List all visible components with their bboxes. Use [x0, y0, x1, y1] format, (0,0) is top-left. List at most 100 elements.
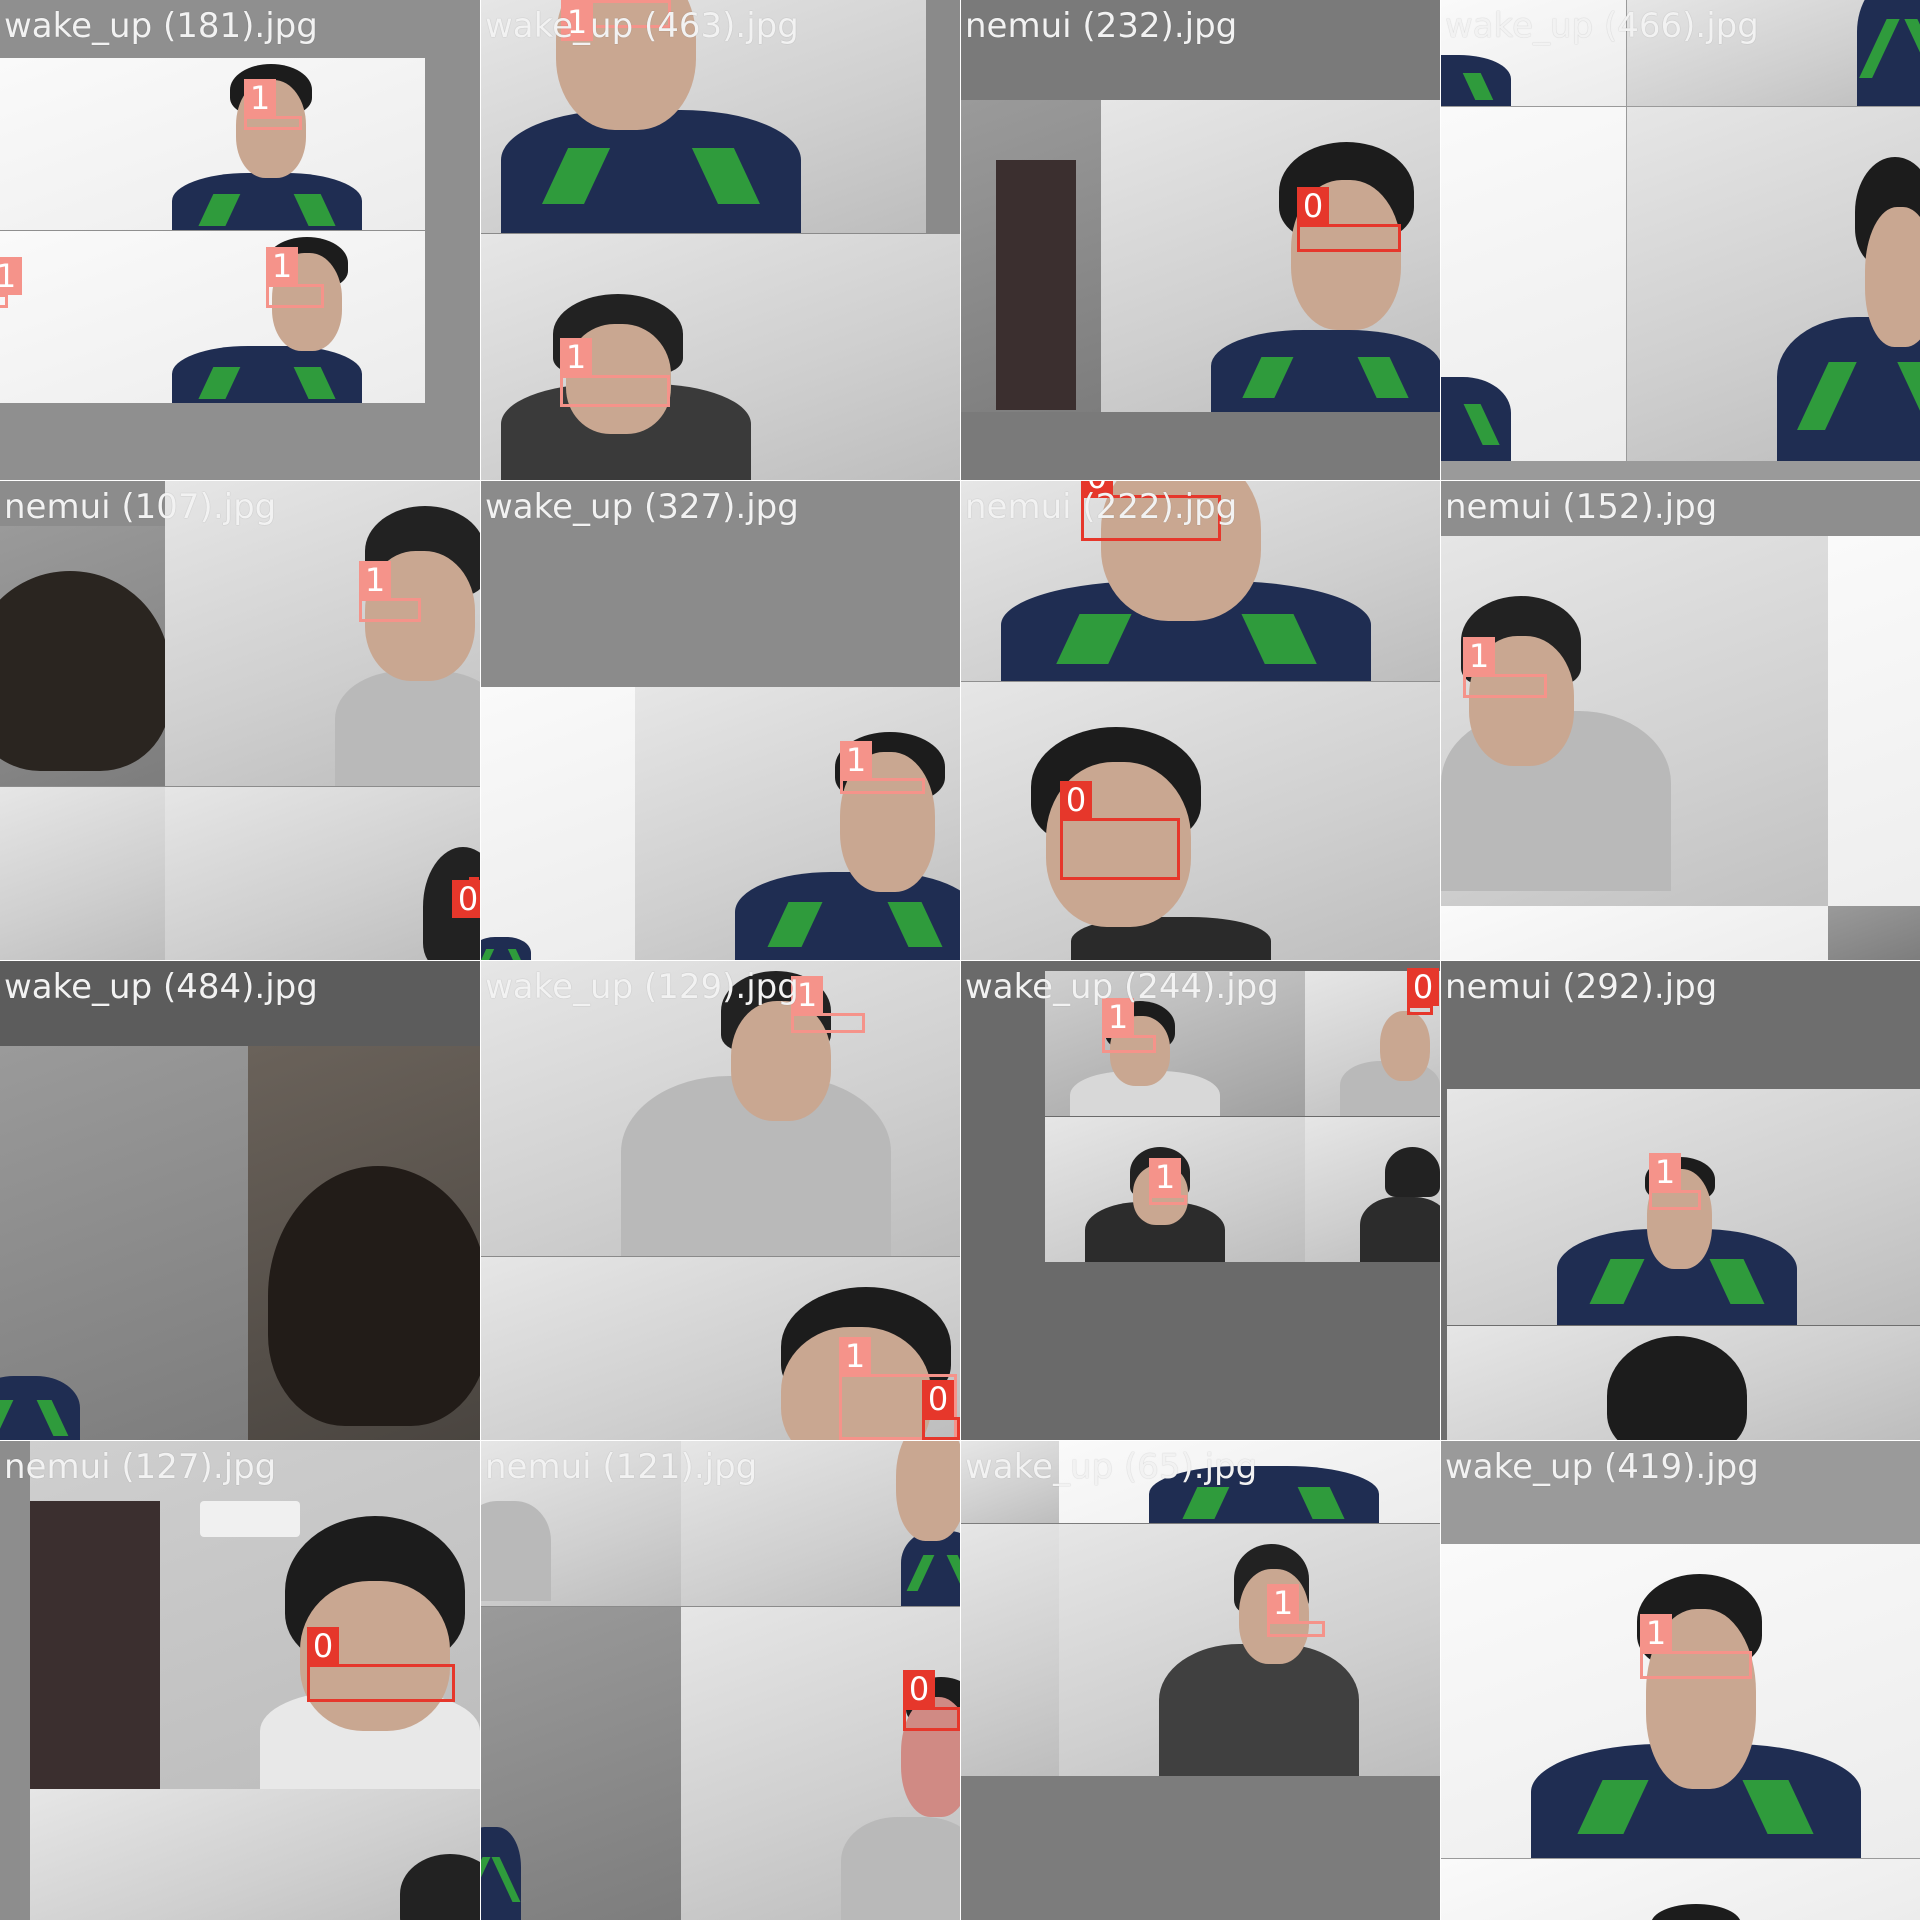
photo	[1059, 1441, 1440, 1523]
photo	[961, 1524, 1059, 1776]
photo	[1627, 0, 1920, 106]
tile-filename: nemui (107).jpg	[4, 487, 277, 527]
detection-box: 1	[1149, 1158, 1187, 1205]
tile-filename: wake_up (129).jpg	[485, 967, 799, 1007]
class-tag: 1	[791, 976, 823, 1014]
mosaic-tile: 1 1 0 wake_up (129).jpg	[481, 961, 960, 1440]
class-tag: 1	[1649, 1153, 1681, 1191]
class-tag: 1	[840, 741, 872, 779]
photo	[961, 682, 1440, 960]
class-tag: 1	[560, 338, 592, 376]
detection-box: 1	[791, 976, 865, 1033]
photo	[681, 1607, 960, 1920]
photo	[481, 961, 960, 1256]
photo	[961, 1441, 1059, 1523]
mosaic-tile: 1 0 nemui (107).jpg	[0, 481, 480, 960]
photo	[1828, 536, 1920, 960]
class-tag: 0	[922, 1380, 954, 1418]
detection-box: 1	[561, 0, 671, 41]
class-tag: 1	[244, 79, 276, 117]
class-tag: 0	[452, 880, 480, 918]
photo	[961, 481, 1440, 681]
photo	[0, 231, 425, 403]
mosaic-tile: 1 nemui (152).jpg	[1441, 481, 1920, 960]
photo	[1441, 536, 1828, 960]
tile-filename: nemui (222).jpg	[965, 487, 1238, 527]
detection-box: 0	[1060, 781, 1180, 880]
class-tag: 1	[839, 1337, 871, 1375]
photo	[0, 787, 165, 960]
photo	[0, 526, 165, 786]
tile-filename: wake_up (463).jpg	[485, 6, 799, 46]
tile-filename: nemui (127).jpg	[4, 1447, 277, 1487]
photo	[481, 1257, 960, 1440]
photo	[481, 1607, 681, 1920]
mosaic-tile: 1 wake_up (419).jpg	[1441, 1441, 1920, 1920]
class-tag: 0	[307, 1627, 339, 1665]
mosaic-tile: wake_up (484).jpg	[0, 961, 480, 1440]
class-tag: 1	[561, 3, 593, 41]
photo	[481, 1441, 681, 1606]
detection-box: 1	[839, 1337, 957, 1440]
tile-filename: wake_up (419).jpg	[1445, 1447, 1759, 1487]
mosaic-tile: 0 nemui (127).jpg	[0, 1441, 480, 1920]
class-tag: 1	[0, 257, 22, 295]
photo	[1828, 906, 1920, 960]
tile-filename: nemui (292).jpg	[1445, 967, 1718, 1007]
photo	[0, 58, 425, 230]
mosaic-tile: 0 nemui (232).jpg	[961, 0, 1440, 480]
tile-filename: wake_up (244).jpg	[965, 967, 1279, 1007]
photo	[1045, 1117, 1305, 1262]
photo	[635, 687, 960, 960]
mosaic-tile: 1 wake_up (65).jpg	[961, 1441, 1440, 1920]
class-tag: 0	[1407, 968, 1439, 1006]
photo	[1441, 1859, 1920, 1920]
photo	[165, 787, 480, 960]
tile-filename: nemui (152).jpg	[1445, 487, 1718, 527]
detection-box: 0	[903, 1670, 960, 1731]
class-tag: 0	[903, 1670, 935, 1708]
detection-box: 0	[452, 877, 480, 918]
photo	[1627, 107, 1920, 461]
mosaic-tile: 1 0 1 wake_up (244).jpg	[961, 961, 1440, 1440]
class-tag: 1	[1267, 1584, 1299, 1622]
tile-filename: wake_up (65).jpg	[965, 1447, 1258, 1487]
class-tag: 1	[266, 247, 298, 285]
detection-box: 1	[266, 247, 324, 308]
photo	[481, 0, 926, 233]
photo	[1101, 100, 1440, 412]
mosaic-tile: 0 nemui (121).jpg	[481, 1441, 960, 1920]
tile-filename: wake_up (181).jpg	[4, 6, 318, 46]
tile-filename: wake_up (484).jpg	[4, 967, 318, 1007]
photo	[165, 481, 480, 786]
detection-box: 0	[922, 1380, 960, 1440]
mosaic-tile: 1 wake_up (327).jpg	[481, 481, 960, 960]
photo	[0, 1046, 248, 1440]
detection-box: 1	[1463, 637, 1547, 698]
photo	[248, 1046, 480, 1440]
detection-box: 0	[307, 1627, 455, 1702]
detection-box: 0	[1297, 187, 1401, 252]
tile-filename: wake_up (327).jpg	[485, 487, 799, 527]
detection-box: 0	[1081, 481, 1221, 541]
mosaic-tile: 0 0 nemui (222).jpg	[961, 481, 1440, 960]
class-tag: 1	[1640, 1614, 1672, 1652]
photo	[30, 1441, 480, 1789]
photo	[1441, 1544, 1920, 1858]
photo	[30, 1789, 480, 1920]
detection-box: 1	[1102, 998, 1156, 1053]
photo	[1441, 0, 1626, 106]
photo	[481, 687, 635, 960]
tile-filename: wake_up (466).jpg	[1445, 6, 1759, 46]
class-tag: 1	[1463, 637, 1495, 675]
mosaic-tile: wake_up (466).jpg	[1441, 0, 1920, 480]
detection-box: 1	[560, 338, 670, 407]
detection-box: 1	[1640, 1614, 1752, 1679]
class-tag: 1	[359, 561, 391, 599]
detection-box: 1	[840, 741, 925, 794]
class-tag: 0	[1297, 187, 1329, 225]
detection-box: 1	[0, 257, 22, 308]
class-tag: 0	[1060, 781, 1092, 819]
photo	[481, 234, 960, 480]
